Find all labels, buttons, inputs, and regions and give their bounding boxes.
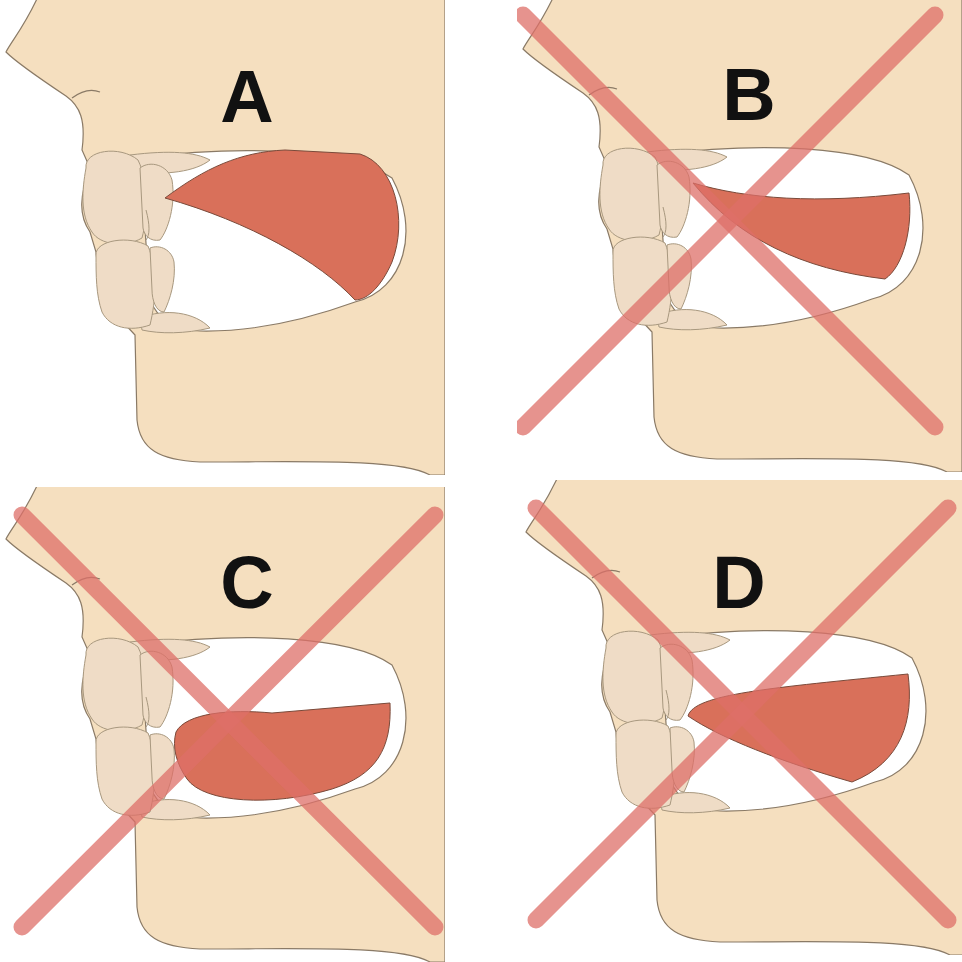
panel-a [6,0,445,475]
panel-letter: D [712,546,765,620]
panel-c [6,487,445,962]
panel-letter: A [220,60,273,134]
panel-letter: B [722,58,775,132]
panel-letter: C [220,546,273,620]
panel-d [526,480,962,955]
panel-b [523,0,962,472]
